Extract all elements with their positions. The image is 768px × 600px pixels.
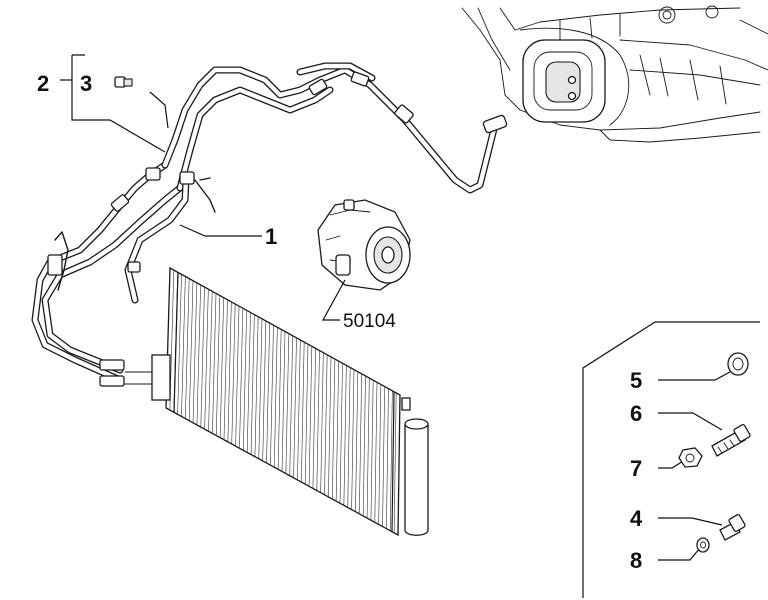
condenser-fin: [204, 289, 209, 430]
condenser-fin: [335, 361, 339, 502]
condenser-fin: [227, 301, 232, 442]
condenser-fin: [181, 276, 186, 417]
callout-7: 7: [630, 456, 642, 481]
condenser-fin: [262, 320, 267, 461]
leader-lines: [60, 54, 760, 598]
condenser-fin: [382, 386, 385, 527]
condenser-fin: [366, 378, 370, 519]
condenser-fin: [374, 382, 378, 523]
condenser-fin: [254, 316, 259, 457]
condenser-fin: [246, 312, 251, 453]
condenser-fin: [328, 356, 332, 497]
condenser-fin: [243, 310, 247, 451]
pressure-switch-part: [114, 76, 133, 88]
compressor-ref-label: 50104: [343, 311, 396, 332]
condenser-fin: [185, 278, 190, 419]
condenser-fin: [347, 367, 351, 508]
condenser-fin: [308, 346, 313, 487]
condenser-fin: [196, 284, 201, 425]
condenser-fin: [219, 297, 224, 438]
condenser-fin: [215, 295, 221, 436]
callout-5: 5: [630, 368, 642, 393]
engine-block: [461, 5, 768, 143]
condenser-fin: [266, 323, 270, 464]
callout-2: 2: [37, 71, 49, 96]
condenser-fin: [200, 287, 205, 428]
condenser-fin: [177, 274, 182, 415]
condenser-fin: [370, 380, 374, 521]
compressor: [317, 199, 411, 291]
condenser-fin: [339, 363, 343, 504]
callout-3: 3: [80, 71, 92, 96]
condenser-fin: [231, 303, 236, 444]
condenser-fin: [393, 392, 397, 533]
condenser-fin: [378, 384, 382, 525]
condenser: [124, 266, 429, 537]
condenser-fin: [289, 335, 293, 476]
condenser-fin: [273, 327, 278, 468]
condenser-fin: [320, 352, 324, 493]
condenser-fin: [212, 293, 217, 434]
condenser-fin: [239, 308, 244, 449]
condenser-fin: [304, 344, 309, 485]
callout-1: 1: [265, 224, 277, 249]
condenser-fin: [188, 280, 194, 421]
condenser-fin: [277, 329, 282, 470]
condenser-fin: [362, 375, 366, 516]
callout-8: 8: [630, 548, 642, 573]
condenser-fin: [208, 291, 213, 432]
condenser-fin: [281, 331, 286, 472]
condenser-fin: [301, 342, 305, 483]
condenser-fin: [312, 348, 316, 489]
condenser-fin: [285, 333, 290, 474]
condenser-fin: [293, 337, 297, 478]
condenser-fin: [297, 339, 301, 480]
condenser-fin: [389, 390, 393, 531]
condenser-tank-edge: [173, 272, 179, 413]
condenser-fin: [359, 373, 362, 514]
condenser-fin: [316, 350, 320, 491]
condenser-fin: [351, 369, 355, 510]
condenser-tank-edge: [391, 391, 395, 532]
condenser-fin: [355, 371, 359, 512]
refrigerant-hoses: [31, 62, 508, 387]
fasteners: [678, 352, 751, 553]
condenser-fin: [223, 299, 228, 440]
condenser-fin: [324, 354, 328, 495]
condenser-fin: [250, 314, 255, 455]
condenser-fin: [270, 325, 274, 466]
condenser-fin: [258, 318, 263, 459]
condenser-fin: [235, 306, 240, 447]
callout-4: 4: [630, 506, 643, 531]
callout-6: 6: [630, 401, 642, 426]
condenser-fin: [331, 359, 336, 500]
condenser-fin: [192, 282, 198, 423]
condenser-fin: [343, 365, 347, 506]
condenser-fin: [386, 388, 389, 529]
